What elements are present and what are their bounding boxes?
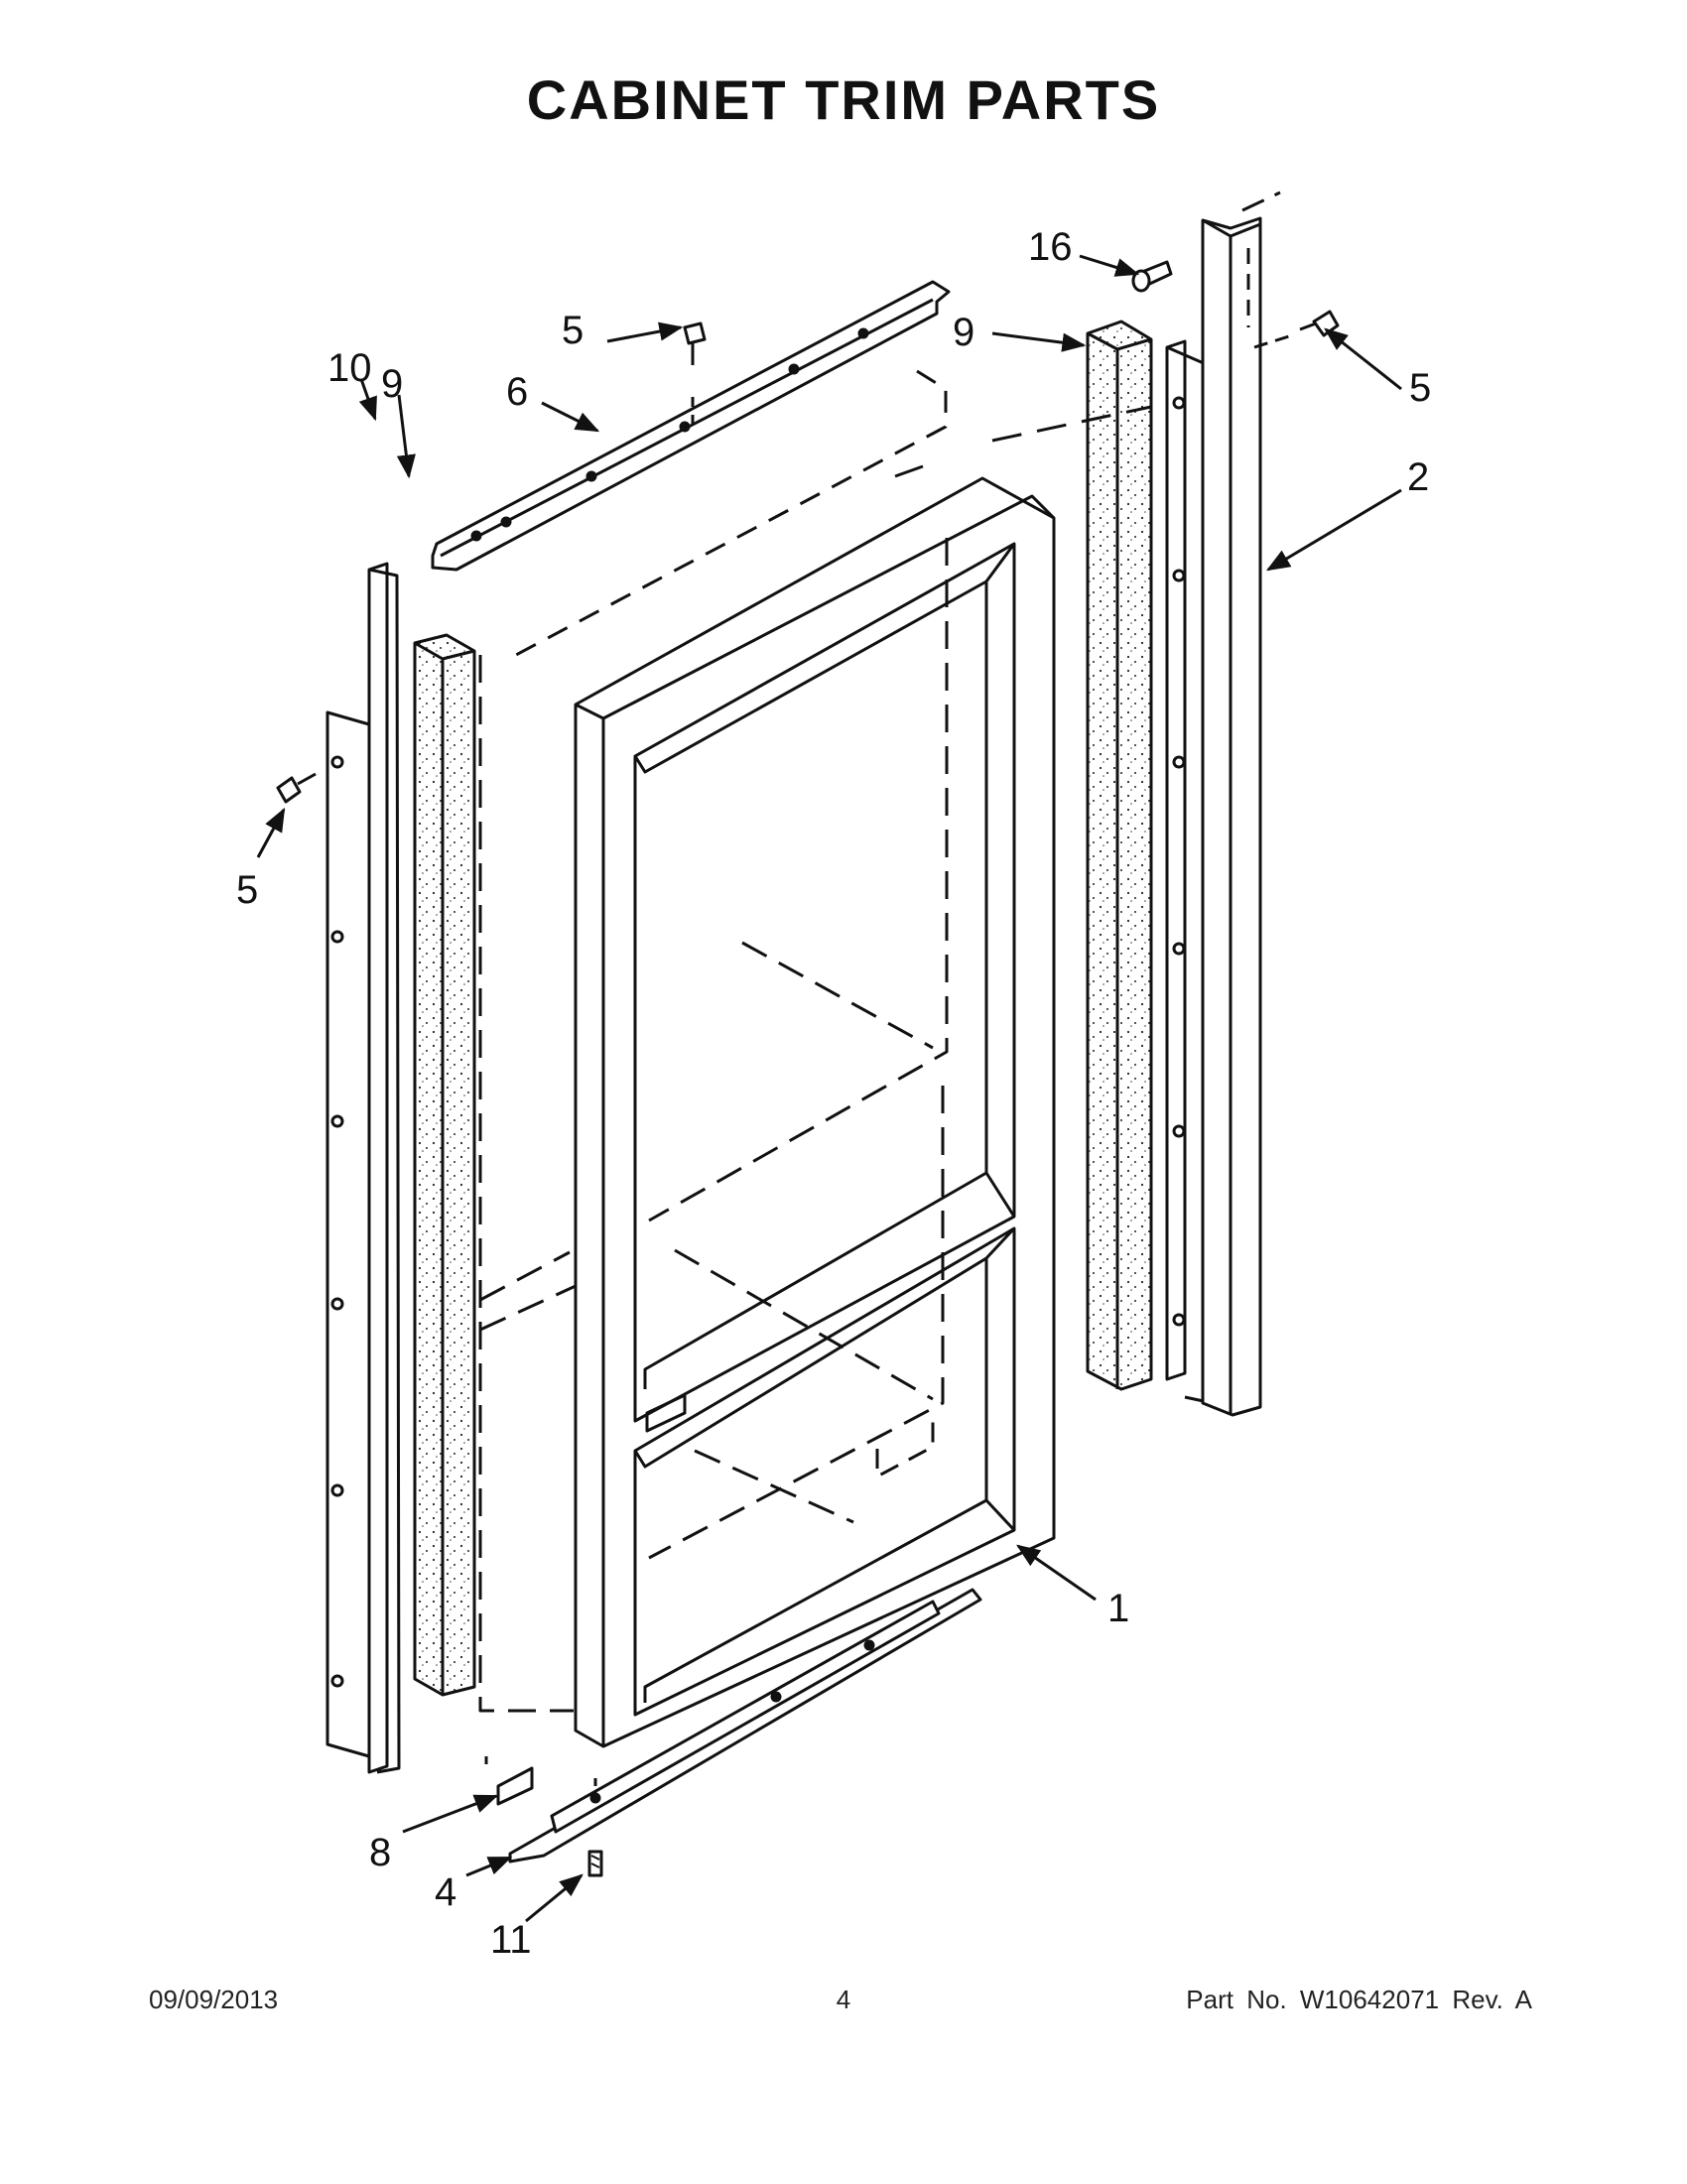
screw-part5-right [1253, 310, 1340, 349]
left-trim-part10 [325, 562, 401, 1774]
left-foam-strip-part9 [413, 633, 476, 1697]
footer-date: 09/09/2013 [149, 1985, 279, 2014]
callout-10: 10 [327, 346, 372, 390]
screw-part5-top [683, 321, 707, 427]
callout-4: 4 [435, 1870, 456, 1914]
callout-9-left: 9 [381, 362, 403, 406]
callout-9-right: 9 [953, 311, 974, 354]
callout-11: 11 [490, 1918, 532, 1962]
callout-5-top: 5 [562, 309, 584, 352]
pin-part16 [1131, 260, 1173, 293]
cabinet-frame-part1 [574, 476, 1056, 1748]
footer-part-number: Part No. W10642071 Rev. A [1186, 1985, 1532, 2014]
callout-6: 6 [506, 370, 528, 414]
callout-5-right: 5 [1409, 366, 1431, 410]
right-foam-strip-part9 [1086, 320, 1153, 1391]
callout-1: 1 [1107, 1587, 1129, 1630]
screw-part11 [587, 1850, 603, 1877]
callout-8: 8 [369, 1831, 391, 1874]
footer-page-number: 4 [836, 1985, 851, 2014]
right-trim-part2 [1165, 216, 1262, 1417]
bottom-bracket-part4 [508, 1588, 982, 1863]
screw-part5-left [276, 772, 317, 804]
page-title: CABINET TRIM PARTS [526, 68, 1161, 131]
callout-2: 2 [1407, 455, 1429, 499]
callout-5-left: 5 [236, 868, 258, 912]
callout-16: 16 [1028, 225, 1073, 269]
top-bracket-part6 [431, 280, 951, 572]
